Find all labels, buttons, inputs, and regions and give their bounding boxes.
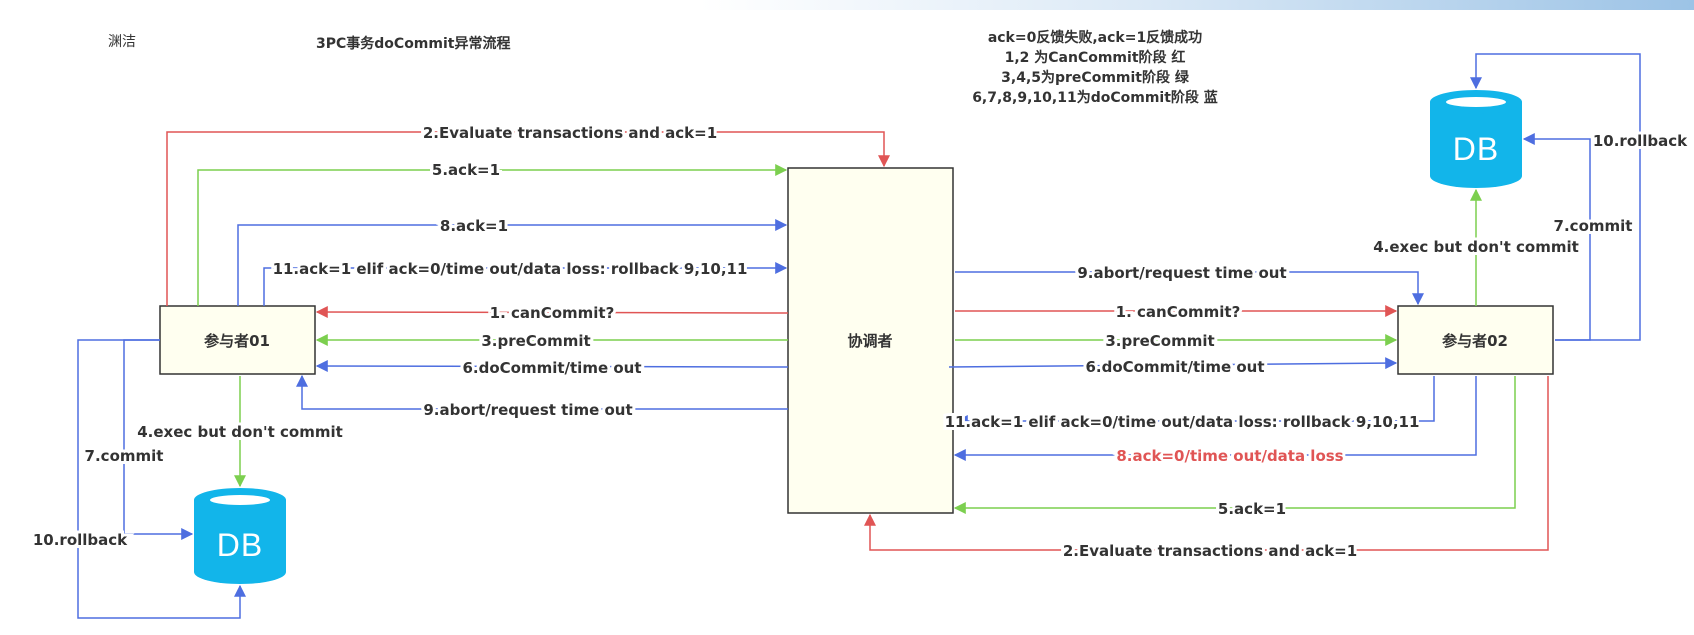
label-left-docommit: 6.doCommit/time out bbox=[462, 359, 641, 377]
label-right-rollback: 10.rollback bbox=[1593, 132, 1688, 150]
participant1-box bbox=[159, 305, 316, 375]
label-left-ack8: 8.ack=1 bbox=[440, 217, 508, 235]
label-right-ack8: 8.ack=0/time out/data loss bbox=[1116, 447, 1343, 465]
edge-left-ack11 bbox=[263, 262, 788, 306]
edge-left-abort bbox=[296, 374, 788, 410]
edge-right-evaluate bbox=[864, 376, 1549, 551]
label-right-docommit: 6.doCommit/time out bbox=[1085, 358, 1264, 376]
label-right-ack5: 5.ack=1 bbox=[1218, 500, 1286, 518]
db1-label: DB bbox=[217, 527, 263, 563]
participant2-label: 参与者02 bbox=[1442, 332, 1508, 350]
db2-label: DB bbox=[1453, 131, 1499, 167]
label-right-ack11: 11.ack=1 elif ack=0/time out/data loss: … bbox=[945, 413, 1420, 431]
label-left-ack5: 5.ack=1 bbox=[432, 161, 500, 179]
edge-left-docommit bbox=[315, 360, 789, 373]
label-right-commit: 7.commit bbox=[1554, 217, 1633, 235]
label-right-cancommit: 1. canCommit? bbox=[1116, 303, 1241, 321]
edge-right-docommit bbox=[948, 357, 1398, 370]
label-right-precommit: 3.preCommit bbox=[1105, 332, 1214, 350]
edge-right-ack5 bbox=[953, 376, 1516, 514]
edge-left-ack8 bbox=[237, 219, 788, 306]
edge-left-rollback bbox=[77, 339, 246, 619]
legend-line-3: 3,4,5为preCommit阶段 绿 bbox=[1001, 69, 1190, 86]
label-left-commit: 7.commit bbox=[85, 447, 164, 465]
label-right-exec: 4.exec but don't commit bbox=[1373, 238, 1579, 256]
label-left-precommit: 3.preCommit bbox=[481, 332, 590, 350]
edge-right-abort bbox=[955, 271, 1424, 306]
coordinator-box bbox=[787, 167, 954, 514]
edge-left-evaluate bbox=[166, 131, 890, 306]
label-left-ack11: 11.ack=1 elif ack=0/time out/data loss: … bbox=[273, 260, 748, 278]
db2-icon: DB bbox=[1430, 90, 1522, 188]
label-left-cancommit: 1. canCommit? bbox=[490, 304, 615, 322]
label-right-evaluate: 2.Evaluate transactions and ack=1 bbox=[1063, 542, 1357, 560]
edge-right-ack11 bbox=[955, 376, 1435, 427]
edge-right-ack8 bbox=[953, 376, 1477, 461]
legend-line-1: ack=0反馈失败,ack=1反馈成功 bbox=[988, 29, 1202, 46]
label-left-rollback: 10.rollback bbox=[33, 531, 128, 549]
coordinator-label: 协调者 bbox=[847, 332, 892, 350]
edge-left-cancommit bbox=[315, 306, 789, 319]
edge-left-ack5 bbox=[197, 164, 788, 306]
header-band bbox=[700, 0, 1694, 10]
edge-right-rollback bbox=[1470, 53, 1641, 341]
legend-line-4: 6,7,8,9,10,11为doCommit阶段 蓝 bbox=[972, 89, 1218, 106]
diagram-title: 3PC事务doCommit异常流程 bbox=[316, 35, 510, 52]
author-label: 渊洁 bbox=[108, 34, 136, 50]
label-left-evaluate: 2.Evaluate transactions and ack=1 bbox=[423, 124, 717, 142]
label-left-exec: 4.exec but don't commit bbox=[137, 423, 343, 441]
label-right-abort: 9.abort/request time out bbox=[1077, 264, 1286, 282]
label-left-abort: 9.abort/request time out bbox=[423, 401, 632, 419]
legend-line-2: 1,2 为CanCommit阶段 红 bbox=[1005, 49, 1186, 66]
participant1-label: 参与者01 bbox=[204, 332, 270, 350]
db1-icon: DB bbox=[194, 488, 286, 584]
